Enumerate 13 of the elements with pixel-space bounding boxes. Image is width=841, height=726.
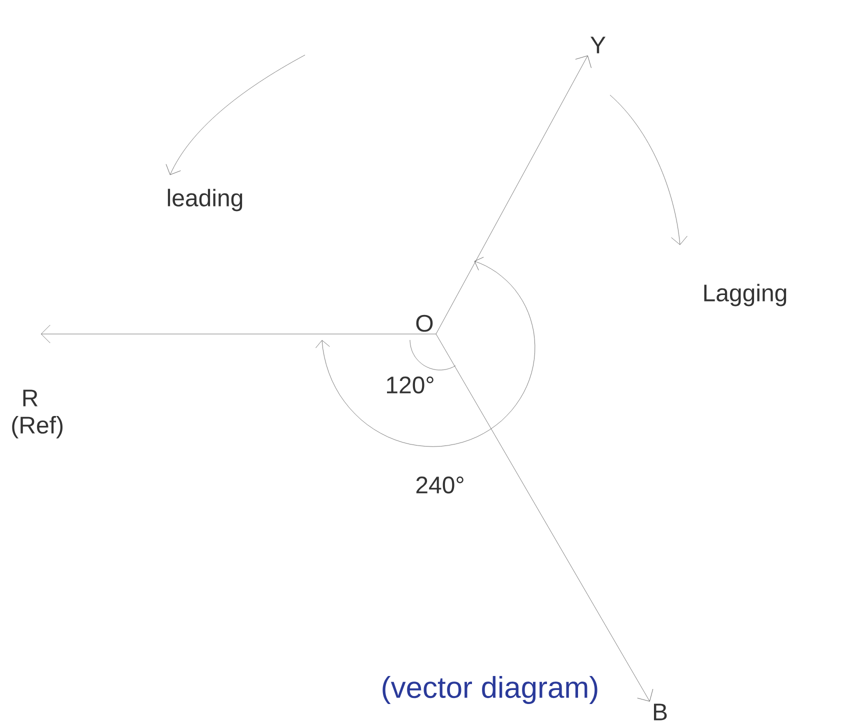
phasor-arrow (436, 334, 654, 702)
direction-label: leading (168, 188, 242, 212)
phasor-arrow (40, 324, 436, 344)
angle-label: 240° (416, 476, 464, 494)
angle-label: 120° (387, 376, 434, 394)
note-label: (Ref) (12, 416, 62, 438)
phasor-label: R (23, 390, 38, 406)
direction-label: Lagging (704, 284, 786, 306)
phasor-label: B (654, 704, 667, 720)
phasor-arrow (436, 56, 592, 334)
caption: (vector diagram) (382, 676, 598, 704)
vertex-label: O (416, 314, 433, 332)
phasor-label: Y (590, 36, 606, 54)
